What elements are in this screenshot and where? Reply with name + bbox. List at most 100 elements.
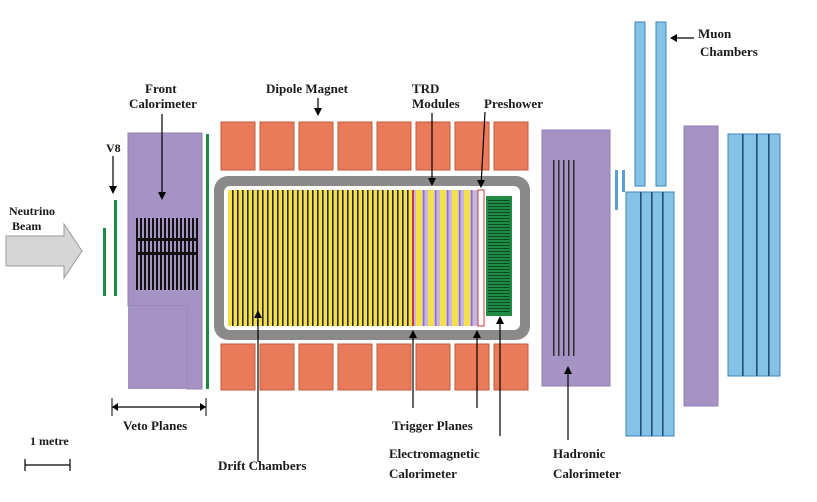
small-plane-marker-2 [622, 170, 625, 192]
em-calorimeter-line [488, 254, 510, 255]
em-calorimeter-line [488, 221, 510, 222]
preshower-label: Preshower [484, 96, 543, 111]
em-calorimeter-line [488, 209, 510, 210]
trd-straw [423, 190, 425, 326]
magnet-block-top [337, 121, 373, 171]
magnet-block-bottom [337, 343, 373, 391]
em-calorimeter-line [488, 308, 510, 309]
trd-straw [447, 190, 449, 326]
em-calorimeter-line [488, 218, 510, 219]
em-calorimeter-line [488, 287, 510, 288]
veto-bracket-left-head [112, 403, 118, 411]
trigger-plane-1 [412, 190, 414, 326]
em-calorimeter-line [488, 257, 510, 258]
trigger-plane-arrowhead-2 [473, 330, 481, 338]
em-calorimeter-line [488, 206, 510, 207]
em-calorimeter-block [486, 196, 512, 316]
drift-chamber-line [322, 190, 324, 326]
em-calorimeter-line [488, 215, 510, 216]
magnet-block-bottom [259, 343, 295, 391]
drift-chambers-arrowhead [254, 310, 262, 318]
em-calorimeter-line [488, 212, 510, 213]
trd-module [452, 190, 458, 326]
em-calorimeter-line [488, 269, 510, 270]
hadronic-line [568, 160, 570, 356]
muon-chamber-line [742, 134, 744, 376]
em-calorimeter-line [488, 227, 510, 228]
hadronic-line [573, 160, 575, 356]
veto-plane-v8 [114, 200, 117, 296]
drift-chamber-line [362, 190, 364, 326]
em-calorimeter-arrowhead [496, 316, 504, 324]
drift-chamber-line [352, 190, 354, 326]
em-calorimeter-line [488, 239, 510, 240]
veto-planes-label: Veto Planes [123, 418, 187, 433]
em-calorimeter-line [488, 233, 510, 234]
iron-absorber-block [683, 125, 719, 407]
small-plane-marker [615, 170, 618, 210]
drift-chamber-line [337, 190, 339, 326]
hadronic-line [558, 160, 560, 356]
drift-chamber-line [277, 190, 279, 326]
muon-chamber-line [756, 134, 758, 376]
muon-chamber-line [651, 192, 653, 436]
em-calorimeter-line [488, 248, 510, 249]
em-calorimeter-line [488, 302, 510, 303]
veto-bracket-right-head [200, 403, 206, 411]
muon-chamber-line [662, 192, 664, 436]
trd-module [428, 190, 434, 326]
magnet-block-bottom [298, 343, 334, 391]
drift-chamber-line [347, 190, 349, 326]
hadronic-arrowhead [564, 366, 572, 374]
trigger-plane-arrowhead-1 [409, 330, 417, 338]
em-calorimeter-line [488, 230, 510, 231]
drift-chamber-line [342, 190, 344, 326]
magnet-block-top [493, 121, 529, 171]
v8-arrowhead [109, 186, 117, 194]
em-calorimeter-line [488, 260, 510, 261]
trd-label-1: TRD [412, 81, 439, 96]
trd-straw [435, 190, 437, 326]
preshower-block [477, 189, 485, 327]
drift-chamber-line [387, 190, 389, 326]
drift-chamber-line [297, 190, 299, 326]
drift-chamber-line [327, 190, 329, 326]
em-calorimeter-line [488, 272, 510, 273]
em-calorimeter-line [488, 200, 510, 201]
trd-module [440, 190, 446, 326]
hadronic-calorimeter-block [541, 129, 611, 387]
dipole-magnet-arrowhead [314, 108, 322, 116]
front-calorimeter-bar [136, 238, 198, 241]
dipole-magnet-label: Dipole Magnet [266, 81, 349, 96]
em-calorimeter-line [488, 278, 510, 279]
magnet-block-top [220, 121, 256, 171]
drift-chamber-line [392, 190, 394, 326]
drift-chamber-line [237, 190, 239, 326]
em-calorimeter-line [488, 275, 510, 276]
drift-chamber-line [302, 190, 304, 326]
drift-chamber-line [267, 190, 269, 326]
em-calorimeter-line [488, 293, 510, 294]
front-calorimeter-stripes [136, 218, 198, 290]
trd-straw [459, 190, 461, 326]
em-calorimeter-line [488, 203, 510, 204]
em-calorimeter-line [488, 284, 510, 285]
em-calorimeter-line [488, 266, 510, 267]
trigger-planes-label: Trigger Planes [392, 418, 473, 433]
scale-label: 1 metre [30, 434, 69, 448]
preshower-arrowhead [477, 180, 485, 188]
em-calorimeter-line [488, 311, 510, 312]
drift-chamber-line [232, 190, 234, 326]
trd-arrowhead [428, 178, 436, 186]
drift-chamber-line [282, 190, 284, 326]
muon-chamber-column [634, 21, 646, 187]
magnet-block-top [259, 121, 295, 171]
muon-chamber-column [727, 133, 781, 377]
trd-module-lines [412, 190, 473, 326]
em-calorimeter-line [488, 251, 510, 252]
trd-module [416, 190, 422, 326]
neutrino-beam-label-2: Beam [12, 219, 41, 233]
drift-chamber-line [332, 190, 334, 326]
drift-chambers-region [228, 190, 412, 326]
drift-chamber-line [287, 190, 289, 326]
